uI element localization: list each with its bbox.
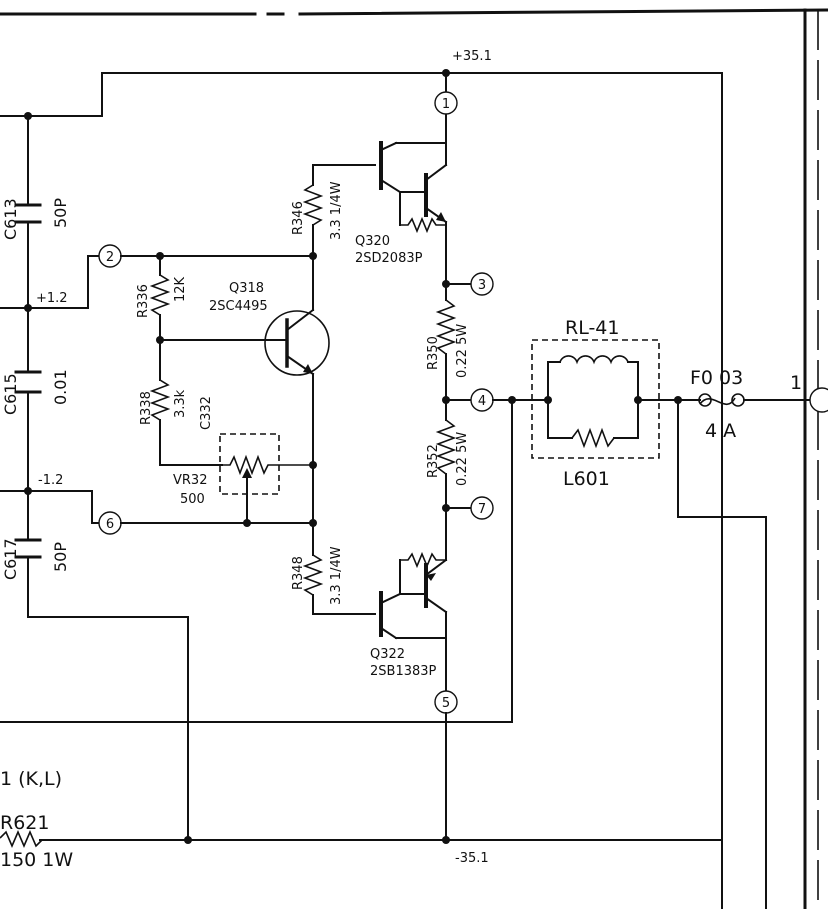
svg-text:3.3 1/4W: 3.3 1/4W [329, 546, 344, 605]
svg-text:RL-41: RL-41 [565, 317, 620, 339]
svg-text:VR32: VR32 [173, 473, 207, 488]
c615-value: 0.01 [51, 369, 70, 405]
c617-value: 50P [51, 542, 70, 572]
svg-text:4: 4 [478, 394, 486, 409]
svg-text:4 A: 4 A [705, 420, 736, 442]
transistor-q318: Q318 2SC4495 [209, 281, 330, 376]
c615-ref: C615 [1, 373, 20, 415]
svg-text:R350: R350 [426, 336, 441, 370]
svg-text:0.22 5W: 0.22 5W [455, 432, 470, 486]
c613-ref: C613 [1, 198, 20, 240]
frame-border [0, 8, 828, 909]
svg-text:Q322: Q322 [370, 647, 405, 662]
c332-label: C332 [199, 396, 214, 430]
trimmer-vr32: VR32 500 [173, 433, 313, 524]
svg-text:6: 6 [106, 517, 114, 532]
svg-text:1: 1 [442, 97, 450, 112]
capacitor-c613: C613 50P [1, 198, 70, 240]
negative-rail: -35.1 [39, 836, 723, 866]
c613-value: 50P [51, 198, 70, 228]
node-5: 5 [434, 690, 458, 714]
capacitor-c617: C617 50P [1, 538, 70, 580]
resistor-r348: R348 3.3 1/4W [291, 522, 376, 615]
left-column-wiring [0, 112, 189, 841]
resistor-r346: R346 3.3 1/4W [291, 164, 376, 257]
svg-text:F0 03: F0 03 [690, 367, 743, 389]
capacitor-c615: C615 0.01 [1, 369, 70, 415]
node-7: 7 [470, 496, 494, 520]
svg-text:5: 5 [442, 696, 450, 711]
svg-text:R336: R336 [136, 284, 151, 318]
svg-text:2: 2 [106, 250, 114, 265]
svg-text:-35.1: -35.1 [455, 851, 489, 866]
c617-ref: C617 [1, 538, 20, 580]
resistor-r352: R352 0.22 5W [426, 399, 470, 561]
channel-label: 1 (K,L) [0, 768, 62, 790]
transistor-q320: Q320 2SD2083P [355, 141, 448, 266]
svg-text:500: 500 [180, 492, 205, 507]
resistor-r336: R336 12K [136, 255, 188, 341]
svg-text:R621: R621 [0, 812, 49, 834]
svg-text:7: 7 [478, 502, 486, 517]
svg-text:3.3k: 3.3k [173, 389, 188, 418]
svg-text:2SB1383P: 2SB1383P [370, 664, 437, 679]
fuse-f003: F0 03 4 A [690, 367, 745, 442]
svg-text:+1.2: +1.2 [36, 291, 68, 306]
transistor-q322: Q322 2SB1383P [370, 551, 448, 679]
svg-text:R338: R338 [139, 391, 154, 425]
svg-text:1: 1 [790, 372, 802, 394]
svg-text:L601: L601 [563, 468, 610, 490]
coil-l601: RL-41 L601 [531, 317, 660, 490]
svg-text:2SD2083P: 2SD2083P [355, 251, 423, 266]
node-4: 4 [470, 388, 494, 412]
plus-bias-line: +1.2 2 [27, 244, 317, 309]
positive-rail-label: +35.1 [452, 49, 492, 64]
svg-text:R348: R348 [291, 556, 306, 590]
svg-text:Q320: Q320 [355, 234, 390, 249]
positive-rail: +35.1 [0, 49, 723, 909]
node-3: 3 [470, 272, 494, 296]
resistor-r350: R350 0.22 5W [426, 299, 470, 401]
svg-text:3: 3 [478, 278, 486, 293]
svg-text:0.22 5W: 0.22 5W [455, 324, 470, 378]
svg-text:3.3 1/4W: 3.3 1/4W [329, 181, 344, 240]
svg-text:12K: 12K [173, 276, 188, 302]
resistor-r338: R338 3.3k C332 [139, 339, 223, 466]
svg-text:R352: R352 [426, 444, 441, 478]
svg-text:-1.2: -1.2 [38, 473, 63, 488]
output-terminal: 1 [790, 372, 828, 413]
node-1: 1 [434, 91, 458, 115]
resistor-r621: R621 150 1W [0, 812, 73, 871]
svg-text:150 1W: 150 1W [0, 849, 73, 871]
svg-text:R346: R346 [291, 201, 306, 235]
minus-bias-line: -1.2 6 [27, 473, 317, 535]
svg-text:Q318: Q318 [229, 281, 264, 296]
svg-text:2SC4495: 2SC4495 [209, 299, 268, 314]
